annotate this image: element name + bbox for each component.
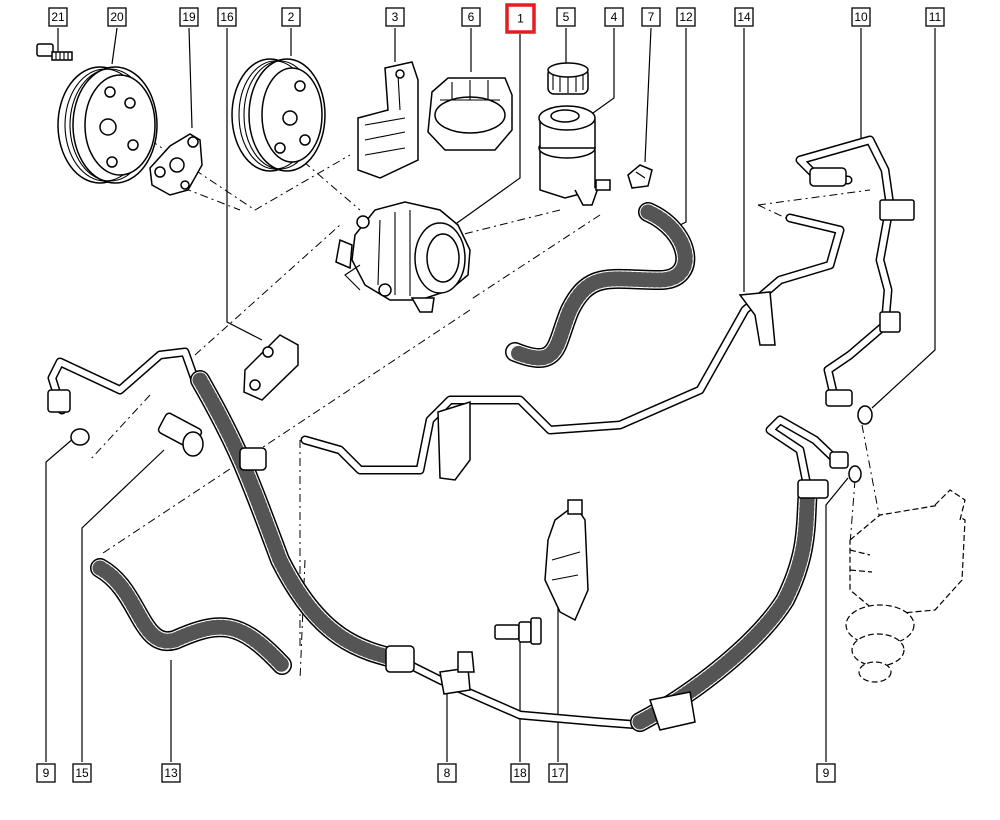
label-text: 10	[854, 10, 868, 24]
label-text: 9	[43, 766, 50, 780]
label-box-21[interactable]: 21	[48, 7, 68, 27]
label-box-14[interactable]: 14	[734, 7, 754, 27]
bolt-21-icon[interactable]	[36, 43, 73, 61]
label-text: 19	[182, 10, 196, 24]
label-box-20[interactable]: 20	[107, 7, 127, 27]
label-box-13[interactable]: 13	[161, 763, 181, 783]
pressure-sensor-18-icon[interactable]	[494, 617, 542, 645]
label-box-9-left[interactable]: 9	[36, 763, 56, 783]
union-15-icon[interactable]	[157, 412, 204, 457]
label-box-18[interactable]: 18	[510, 763, 530, 783]
label-box-17[interactable]: 17	[548, 763, 568, 783]
label-box-12[interactable]: 12	[676, 7, 696, 27]
label-box-9-right[interactable]: 9	[816, 763, 836, 783]
bracket-16-icon[interactable]	[243, 334, 299, 401]
label-box-5[interactable]: 5	[556, 7, 576, 27]
label-box-2[interactable]: 2	[281, 7, 301, 27]
return-hose-12[interactable]	[505, 202, 696, 368]
label-text: 2	[288, 10, 295, 24]
pipe-10[interactable]	[795, 135, 915, 407]
clamp-6-icon[interactable]	[427, 77, 513, 151]
reservoir-cap-5-icon[interactable]	[547, 62, 589, 95]
steering-rack-ghost	[845, 489, 966, 683]
label-text: 5	[563, 10, 570, 24]
label-box-4[interactable]: 4	[604, 7, 624, 27]
bracket-3-icon[interactable]	[357, 61, 419, 179]
label-text: 21	[51, 10, 65, 24]
label-box-8[interactable]: 8	[437, 763, 457, 783]
label-text: 16	[220, 10, 234, 24]
label-text: 17	[551, 766, 565, 780]
label-box-15[interactable]: 15	[72, 763, 92, 783]
part-labels: 21 20 19 16 2 3 6 1 5 4 7 12 14 10 11 9 …	[36, 3, 945, 783]
label-text: 18	[513, 766, 527, 780]
pipe-9-left[interactable]	[47, 347, 200, 446]
label-box-19[interactable]: 19	[179, 7, 199, 27]
rigid-pipe-14[interactable]	[300, 213, 845, 481]
label-text: 13	[164, 766, 178, 780]
o-ring-11-icon[interactable]	[857, 405, 873, 425]
label-box-3[interactable]: 3	[385, 7, 405, 27]
label-box-10[interactable]: 10	[851, 7, 871, 27]
label-text: 3	[392, 10, 399, 24]
label-text: 6	[468, 10, 475, 24]
pulley-2-icon[interactable]	[231, 58, 326, 172]
reservoir-4-icon[interactable]	[538, 105, 611, 206]
label-text: 4	[611, 10, 618, 24]
label-text: 1	[517, 12, 524, 26]
leader-lines	[45, 27, 936, 762]
label-box-16[interactable]: 16	[217, 7, 237, 27]
power-steering-pump-1-icon[interactable]	[335, 201, 471, 313]
hose-13[interactable]	[90, 558, 292, 675]
label-text: 14	[737, 10, 751, 24]
label-box-1-highlighted[interactable]: 1	[505, 3, 536, 34]
label-text: 9	[823, 766, 830, 780]
bracket-plate-19-icon[interactable]	[149, 133, 203, 196]
pulley-20-icon[interactable]	[57, 66, 158, 184]
bracket-17-icon[interactable]	[544, 499, 589, 622]
label-text: 20	[110, 10, 124, 24]
pressure-hose-8[interactable]	[190, 370, 645, 730]
alignment-dashes	[89, 139, 881, 681]
label-box-11[interactable]: 11	[925, 7, 945, 27]
label-box-6[interactable]: 6	[461, 7, 481, 27]
label-text: 15	[75, 766, 89, 780]
label-text: 12	[679, 10, 693, 24]
label-text: 7	[648, 10, 655, 24]
clip-7-icon[interactable]	[627, 164, 653, 189]
label-text: 8	[444, 766, 451, 780]
label-box-7[interactable]: 7	[641, 7, 661, 27]
label-text: 11	[929, 10, 942, 24]
pressure-hose-right[interactable]	[630, 415, 862, 732]
